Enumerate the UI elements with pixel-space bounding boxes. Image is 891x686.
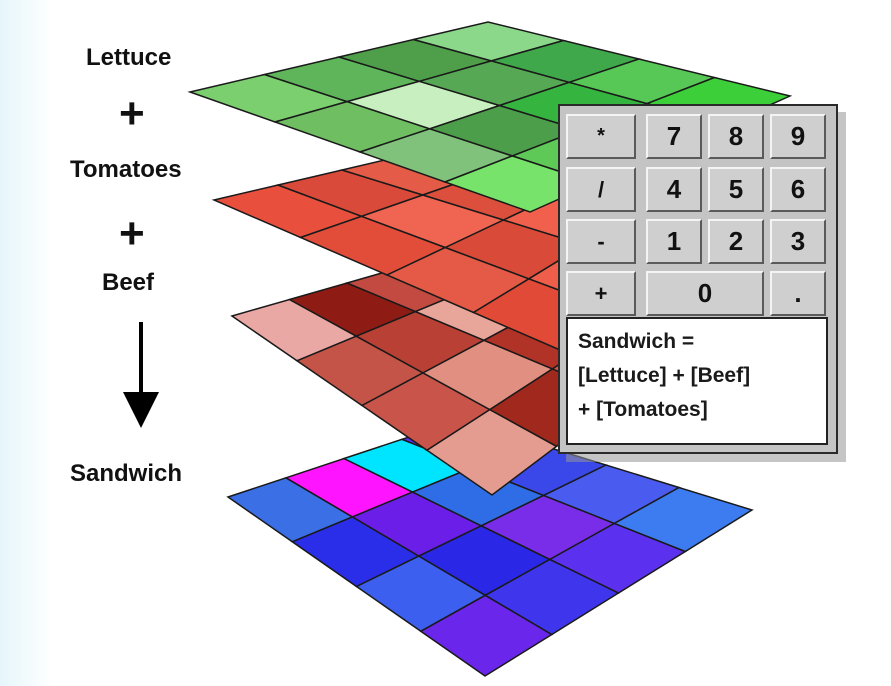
plus-sign-2: + [119, 209, 145, 258]
calculator-panel: * 7 8 9 / 4 5 6 - 1 2 3 + 0 . Sandwich =… [558, 104, 838, 454]
label-lettuce: Lettuce [86, 44, 172, 71]
key-multiply[interactable]: * [566, 114, 636, 159]
key-1[interactable]: 1 [646, 219, 702, 264]
formula-display: Sandwich = [Lettuce] + [Beef] + [Tomatoe… [566, 317, 828, 445]
sandwich-cell [612, 486, 754, 553]
display-line-3: + [Tomatoes] [578, 398, 708, 421]
key-0[interactable]: 0 [646, 271, 764, 316]
key-3[interactable]: 3 [770, 219, 826, 264]
key-9[interactable]: 9 [770, 114, 826, 159]
key-6[interactable]: 6 [770, 167, 826, 212]
key-decimal[interactable]: . [770, 271, 826, 316]
key-5[interactable]: 5 [708, 167, 764, 212]
key-8[interactable]: 8 [708, 114, 764, 159]
key-minus[interactable]: - [566, 219, 636, 264]
key-plus[interactable]: + [566, 271, 636, 316]
down-arrow [123, 322, 159, 428]
label-beef: Beef [102, 269, 155, 296]
display-line-1: Sandwich = [578, 330, 695, 353]
key-divide[interactable]: / [566, 167, 636, 212]
label-tomatoes: Tomatoes [70, 156, 182, 183]
plus-sign-1: + [119, 89, 145, 138]
key-4[interactable]: 4 [646, 167, 702, 212]
key-7[interactable]: 7 [646, 114, 702, 159]
key-2[interactable]: 2 [708, 219, 764, 264]
display-line-2: [Lettuce] + [Beef] [578, 364, 751, 387]
lettuce-layer [187, 21, 793, 213]
label-sandwich: Sandwich [70, 460, 183, 487]
